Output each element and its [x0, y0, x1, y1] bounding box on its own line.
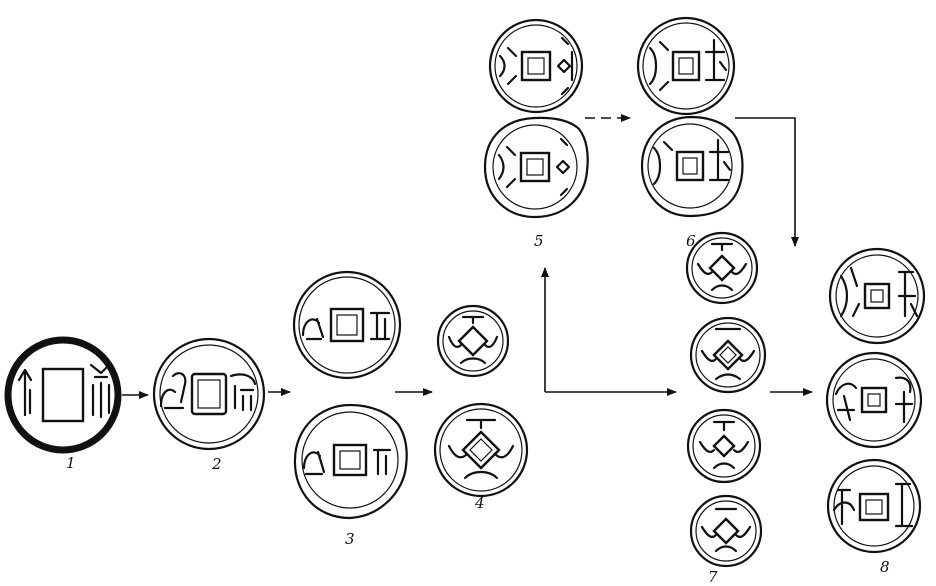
coin-4-top: [436, 304, 510, 378]
label-1: 1: [66, 454, 76, 472]
coin-8-bottom: [826, 458, 922, 554]
coin-5-bottom: [483, 116, 589, 219]
coin-1: [4, 336, 122, 454]
flow-arrows: [122, 114, 813, 399]
label-4: 4: [474, 494, 485, 512]
coin-7-c: [686, 408, 762, 484]
coin-4-bottom: [433, 402, 529, 498]
coin-7-a: [685, 231, 759, 305]
coin-5-top: [488, 18, 584, 114]
coin-8-top: [828, 247, 926, 345]
coin-7-d: [689, 494, 763, 568]
arrow-6-to-8: [735, 117, 799, 247]
coin-3-top: [292, 270, 402, 380]
label-6: 6: [686, 232, 696, 250]
label-7: 7: [708, 568, 718, 586]
label-3: 3: [345, 530, 355, 548]
coin-8-middle: [825, 351, 923, 449]
coin-6-top: [636, 16, 736, 116]
coin-2: [152, 337, 266, 451]
label-8: 8: [880, 558, 890, 576]
coin-7-b: [689, 316, 767, 394]
label-5: 5: [534, 232, 544, 250]
coin-6-bottom: [640, 115, 744, 218]
label-2: 2: [211, 455, 222, 473]
coin-3-bottom: [293, 403, 408, 520]
